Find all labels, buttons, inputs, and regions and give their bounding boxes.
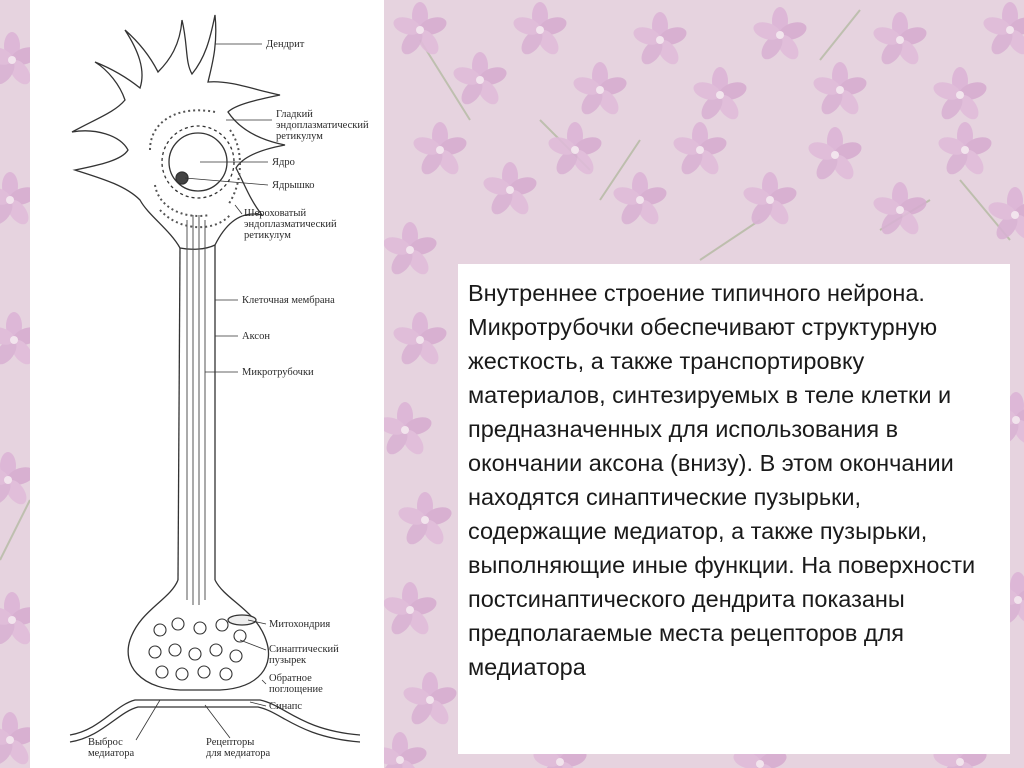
cell-body-outline	[71, 14, 286, 250]
label-reuptake: Обратное поглощение	[269, 673, 323, 695]
label-smooth-er: Гладкий эндоплазматический ретикулум	[276, 109, 369, 142]
axon-outline	[177, 247, 181, 581]
label-nucleolus: Ядрышко	[272, 180, 315, 191]
caption-text: Внутреннее строение типичного нейрона. М…	[468, 280, 976, 680]
neuron-diagram: Дендрит Гладкий эндоплазматический ретик…	[30, 0, 384, 768]
label-rough-er: Шероховатый эндоплазматический ретикулум	[244, 208, 337, 241]
label-cell-membrane: Клеточная мембрана	[242, 295, 335, 306]
label-microtubules: Микротрубочки	[242, 367, 314, 378]
label-axon: Аксон	[242, 331, 270, 342]
label-mitochondrion: Митохондрия	[269, 619, 331, 630]
label-dendrite: Дендрит	[266, 39, 305, 50]
caption-box: Внутреннее строение типичного нейрона. М…	[458, 264, 1010, 754]
label-synapse: Синапс	[269, 701, 303, 712]
label-transmitter-receptors: Рецепторы для медиатора	[206, 737, 271, 759]
label-nucleus: Ядро	[272, 157, 295, 168]
label-transmitter-release: Выброс медиатора	[88, 737, 135, 759]
label-synaptic-vesicle: Синаптический пузырек	[269, 644, 339, 666]
postsynaptic-membrane	[69, 699, 361, 736]
neuron-illustration	[69, 14, 361, 743]
